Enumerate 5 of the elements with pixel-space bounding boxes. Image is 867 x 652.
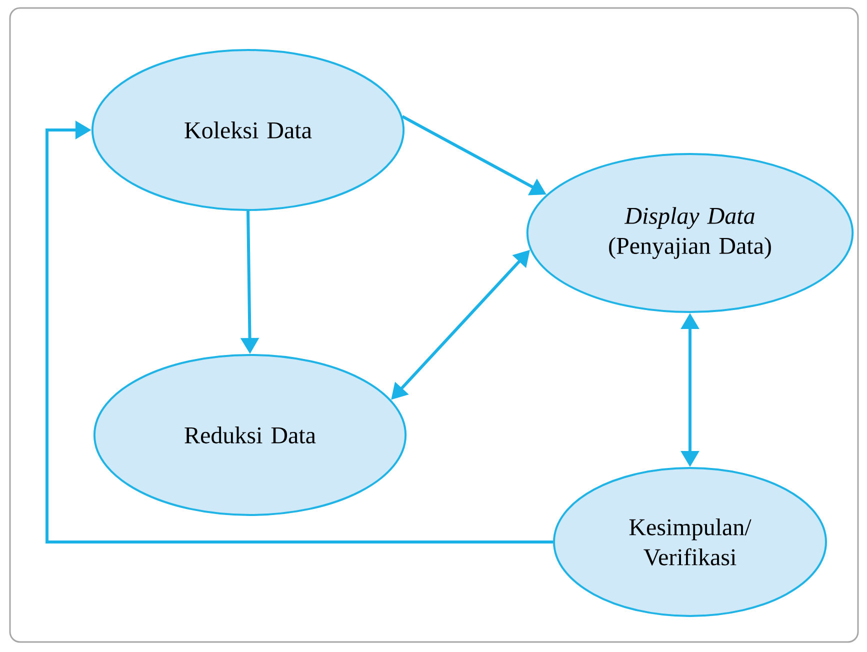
arrow (46, 120, 553, 544)
ellipse-node: Kesimpulan/ Verifikasi (553, 467, 827, 617)
ellipse-node: Reduksi Data (93, 354, 407, 516)
ellipse-node: Display Data (Penyajian Data) (526, 153, 854, 313)
ellipse-node: Koleksi Data (91, 49, 405, 211)
